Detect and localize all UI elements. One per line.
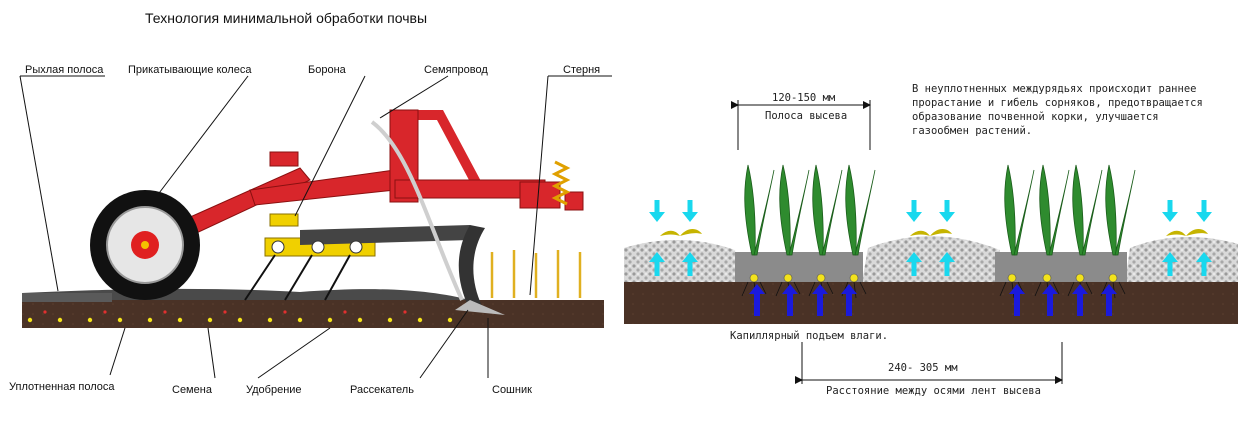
rain-arrows	[649, 200, 1212, 222]
stubble-stalks	[490, 250, 582, 298]
seed-tube	[370, 120, 464, 301]
fertilizer-dots	[43, 310, 407, 314]
weed-note: В неуплотненных междурядьях происходит р…	[912, 83, 1203, 137]
label-loose-strip: Рыхлая полоса	[25, 64, 104, 76]
capillary-label: Капиллярный подъем влаги.	[730, 330, 889, 342]
loose-strip-band	[22, 293, 112, 302]
leader-lines	[19, 75, 612, 379]
label-press-wheels: Прикатывающие колеса	[128, 64, 252, 76]
crop-plants	[744, 164, 1136, 256]
row-spacing-diagram	[624, 100, 1238, 384]
row-spacing-value: 240- 305 мм	[888, 362, 958, 374]
soil-mound-1	[624, 239, 740, 282]
compacted-soil-layer	[22, 300, 604, 328]
row-spacing-label: Расстояние между осями лент высева	[826, 385, 1041, 397]
label-seeds: Семена	[172, 384, 212, 396]
spring	[551, 160, 571, 206]
capillary-arrows	[749, 284, 1117, 316]
label-coulter: Сошник	[492, 384, 532, 396]
press-wheel	[90, 190, 200, 300]
label-stubble: Стерня	[563, 64, 601, 76]
seed-dots	[27, 317, 453, 323]
label-spreader: Рассекатель	[350, 384, 414, 396]
soil-mound-2	[862, 236, 1000, 282]
evaporation-arrows	[649, 252, 1212, 276]
label-fertilizer: Удобрение	[246, 384, 302, 396]
dimension-lines	[731, 100, 1063, 384]
harrow-assembly	[244, 213, 470, 301]
seeder-diagram	[19, 75, 612, 379]
seeds-right	[749, 273, 1118, 283]
weed-sprouts	[660, 229, 1208, 236]
label-seed-tube: Семяпровод	[424, 64, 488, 76]
label-compacted-strip: Уплотненная полоса	[9, 381, 115, 393]
soil-mound-3	[1125, 237, 1238, 282]
label-harrow: Борона	[308, 64, 346, 76]
band-width-value: 120-150 мм	[772, 92, 836, 104]
dark-soil-band	[624, 282, 1238, 324]
left-diagram-title: Технология минимальной обработки почвы	[145, 10, 428, 26]
band-label: Полоса высева	[765, 110, 848, 122]
seed-band-2	[995, 252, 1127, 282]
coulter-shank	[458, 225, 485, 310]
